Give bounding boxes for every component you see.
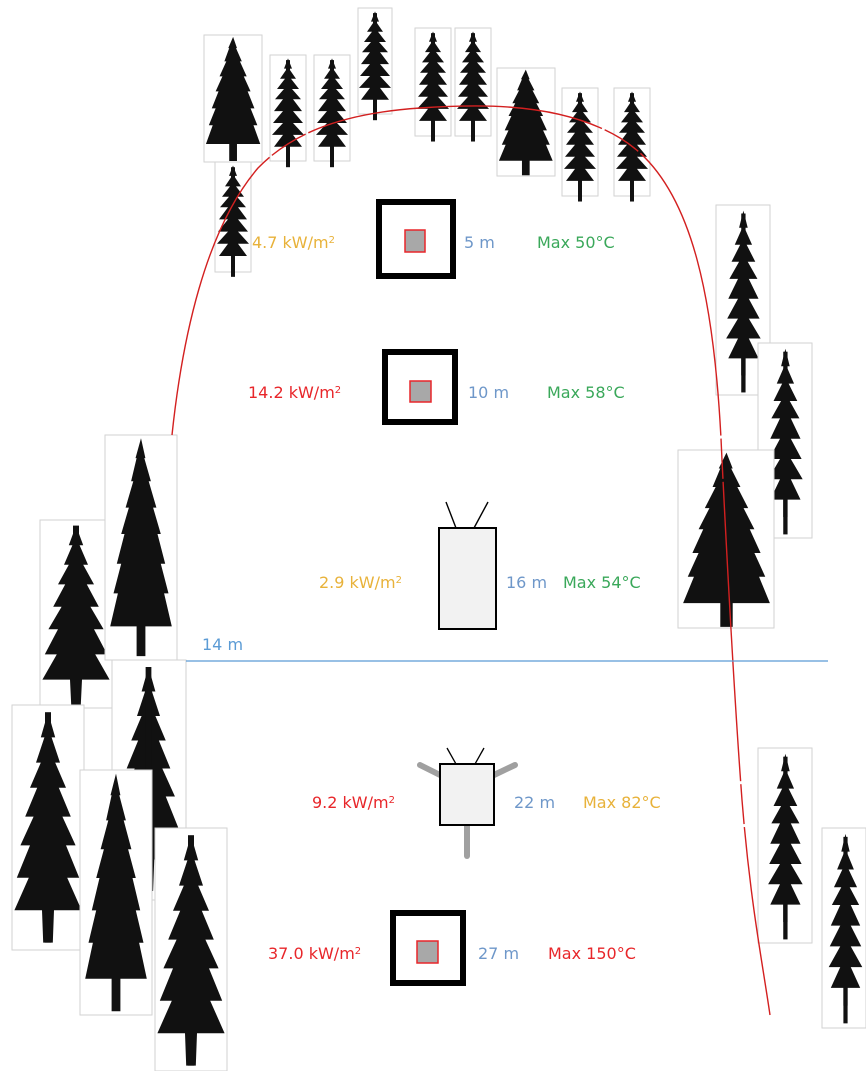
tree-layer <box>11 7 866 1071</box>
station-1-max-temp: Max 50°C <box>537 233 615 252</box>
station-2-labels: 14.2 kW/m2 10 m Max 58°C <box>248 383 625 402</box>
tree-icon <box>203 34 263 163</box>
station-5-max-temp: Max 150°C <box>548 944 636 963</box>
station-2-flux: 14.2 kW/m2 <box>248 383 341 402</box>
cabin-icon <box>417 747 518 859</box>
tree-icon <box>214 161 252 277</box>
tree-icon <box>414 27 452 142</box>
tree-icon <box>11 704 85 951</box>
station-4-flux: 9.2 kW/m2 <box>312 793 395 812</box>
tree-icon <box>357 7 393 121</box>
tree-icon <box>821 827 866 1029</box>
tree-icon <box>613 87 651 202</box>
square-sensor-icon <box>382 349 458 425</box>
station-2-max-temp: Max 58°C <box>547 383 625 402</box>
station-3-labels: 2.9 kW/m2 16 m Max 54°C <box>319 573 641 592</box>
station-3-max-temp: Max 54°C <box>563 573 641 592</box>
station-5-labels: 37.0 kW/m2 27 m Max 150°C <box>268 944 636 963</box>
station-1-labels: 4.7 kW/m2 5 m Max 50°C <box>252 233 615 252</box>
tree-icon <box>269 54 307 168</box>
tree-icon <box>104 434 178 661</box>
station-4-labels: 9.2 kW/m2 22 m Max 82°C <box>312 793 661 812</box>
tree-icon <box>39 519 113 709</box>
tree-icon <box>454 27 492 142</box>
hut-icon <box>438 501 497 630</box>
tree-icon <box>154 827 228 1071</box>
tree-icon <box>757 747 813 944</box>
station-2-distance: 10 m <box>468 383 509 402</box>
station-4-max-temp: Max 82°C <box>583 793 661 812</box>
station-1-distance: 5 m <box>464 233 495 252</box>
square-sensor-icon <box>390 910 466 986</box>
station-1-flux: 4.7 kW/m2 <box>252 233 335 252</box>
station-5-flux: 37.0 kW/m2 <box>268 944 361 963</box>
tree-icon <box>79 769 153 1016</box>
station-3-flux: 2.9 kW/m2 <box>319 573 402 592</box>
tree-icon <box>313 54 351 168</box>
reference-distance-label: 14 m <box>202 635 243 654</box>
square-sensor-icon <box>376 199 456 279</box>
fire-boundary-line <box>171 105 771 1016</box>
tree-icon <box>496 67 556 177</box>
station-3-distance: 16 m <box>506 573 547 592</box>
tree-icon <box>561 87 599 202</box>
station-5-distance: 27 m <box>478 944 519 963</box>
station-4-distance: 22 m <box>514 793 555 812</box>
